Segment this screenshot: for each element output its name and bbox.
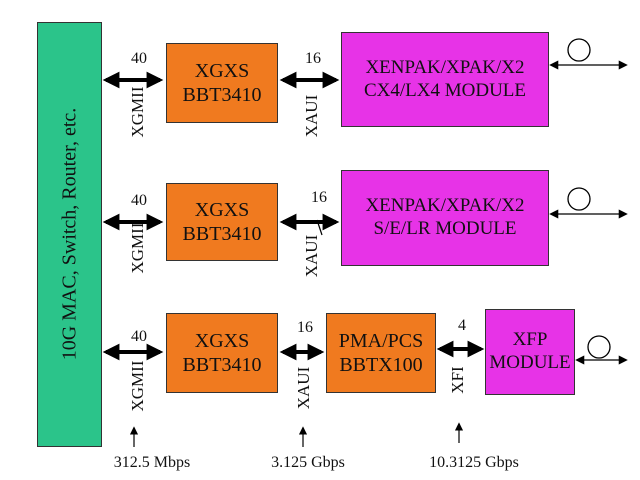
row2-module-line1: XENPAK/XPAK/X2 [365,195,525,217]
fiber-loop-icon [587,335,611,359]
row3-xgxs-line1: XGXS [194,330,250,352]
row2-bus1-width: 40 [131,192,147,209]
row3-xgxs-line2: BBT3410 [182,354,262,376]
pma-line2: BBTX100 [339,354,423,376]
row2-module-line2: S/E/LR MODULE [373,218,517,239]
row1-xgmii-label: XGMII [128,86,147,138]
xfp-line2: MODULE [489,352,571,373]
row1-bus1-width: 40 [131,50,147,67]
pma-pcs-block: PMA/PCS BBTX100 [326,313,436,393]
mac-label: 10G MAC, Switch, Router, etc. [58,107,81,361]
row3-bus2-width: 16 [297,319,313,336]
row3-bus1-width: 40 [131,328,147,345]
fiber-loop-icon [567,187,591,211]
row1-module-line2: CX4/LX4 MODULE [363,79,527,101]
row1-xgxs-line1: XGXS [194,60,250,82]
rate-xgmii: 312.5 Mbps [113,454,191,471]
row2-xgxs-line1: XGXS [194,199,250,221]
row3-xfi-label: XFI [448,366,467,394]
row2-xgxs-block: XGXS BBT3410 [166,183,278,261]
fiber-loop-icon [567,38,591,62]
row1-xaui-label: XAUI [302,94,321,138]
rate-xfi: 10.3125 Gbps [429,454,519,471]
row3-bus3-width: 4 [458,317,466,334]
row1-module-line1: XENPAK/XPAK/X2 [365,56,525,78]
rate-xaui: 3.125 Gbps [271,454,345,471]
row3-xgmii-label: XGMII [128,360,147,412]
row2-module-block: XENPAK/XPAK/X2 S/E/LR MODULE [341,170,549,266]
pma-line1: PMA/PCS [338,330,424,352]
row2-xgxs-line2: BBT3410 [182,223,262,245]
row1-xgxs-block: XGXS BBT3410 [166,43,278,123]
row2-xaui-label: XAUI [302,234,321,278]
xfp-line1: XFP [512,329,548,351]
row1-bus2-width: 16 [305,50,321,67]
mac-switch-router-block [37,22,102,447]
row2-xgmii-label: XGMII [128,222,147,274]
row1-xgxs-line2: BBT3410 [182,84,262,106]
xfp-module-block: XFP MODULE [485,309,575,395]
row2-bus2-width: 16 [311,189,327,206]
row1-module-block: XENPAK/XPAK/X2 CX4/LX4 MODULE [341,32,549,127]
row3-xaui-label: XAUI [294,366,313,410]
row3-xgxs-block: XGXS BBT3410 [166,313,278,393]
